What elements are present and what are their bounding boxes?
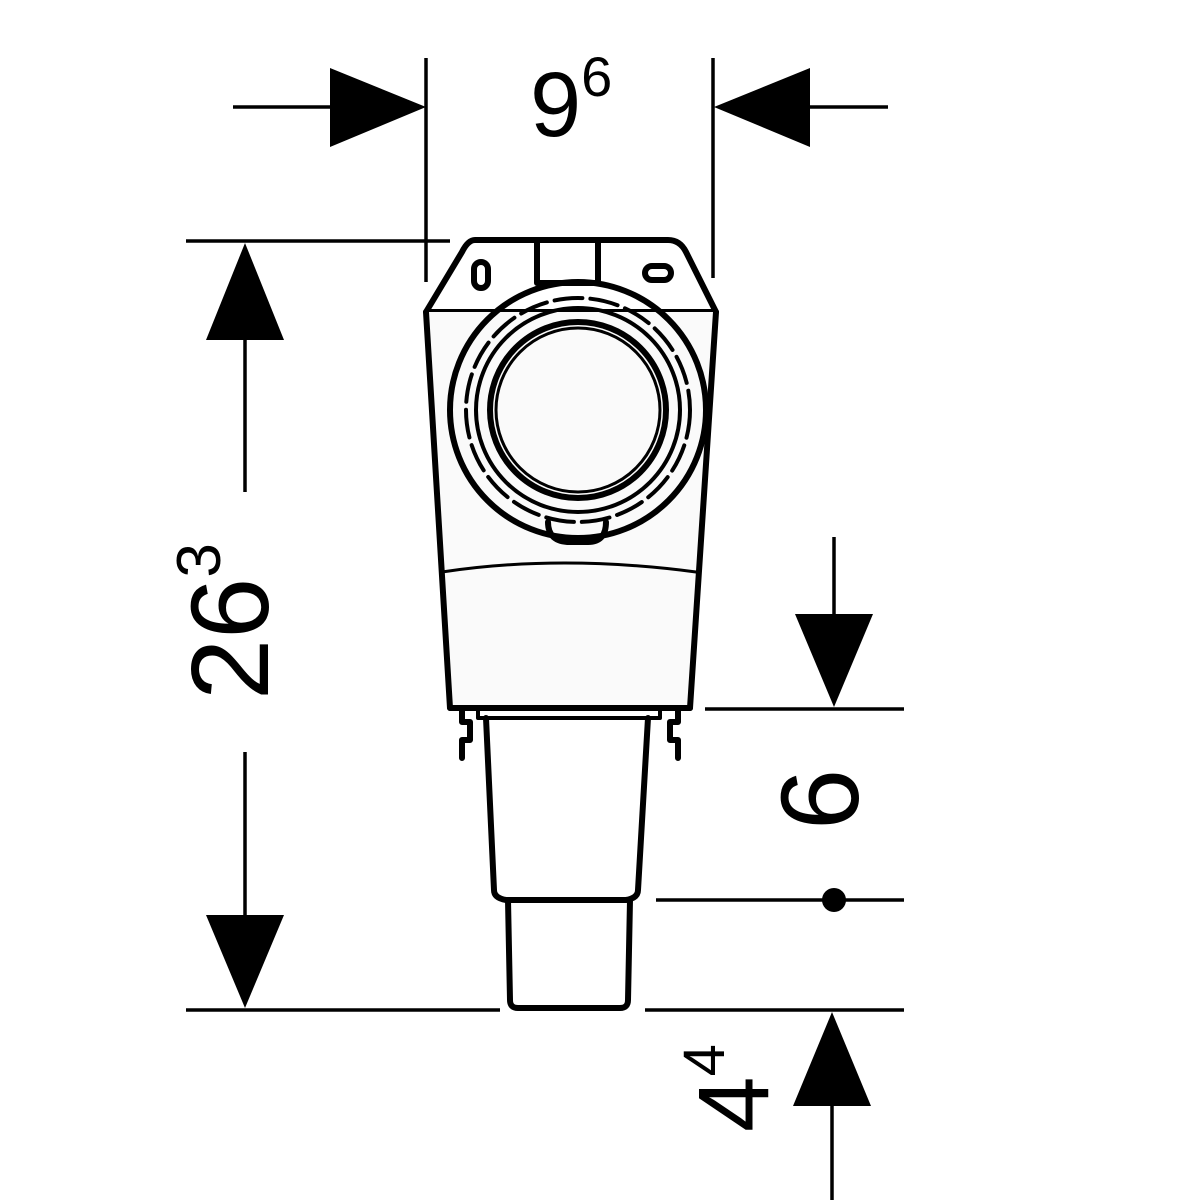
- height-dimension-sup: 3: [165, 543, 234, 577]
- inlet-ring-serrated: [464, 296, 692, 524]
- outlet-dimension-main: 6: [759, 769, 882, 830]
- height-dimension-main: 26: [169, 578, 292, 700]
- top-tab: [534, 239, 601, 286]
- collar-left: [447, 705, 473, 761]
- collar-right: [667, 705, 693, 761]
- bottom-dimension-sup: 4: [672, 1044, 737, 1076]
- arrow-left: [714, 68, 810, 147]
- height-dimension-label: 263: [165, 543, 292, 700]
- product-outline: [423, 237, 719, 1011]
- arrow-up-bottom: [793, 1012, 871, 1106]
- outlet-pipe-upper: [483, 715, 651, 903]
- arrow-up: [206, 243, 284, 340]
- mounting-slot-left: [471, 259, 491, 291]
- body-transition: [440, 561, 698, 574]
- width-dimension-sup: 6: [581, 45, 612, 108]
- ring-lug: [545, 519, 609, 545]
- bottom-dimension-label: 44: [672, 1044, 790, 1132]
- dimension-lines: [186, 58, 904, 1200]
- datum-dot: [822, 888, 846, 912]
- inlet-opening: [487, 319, 669, 501]
- inlet-opening-inner: [494, 326, 662, 494]
- outlet-dimension-label: 6: [759, 769, 882, 830]
- collar-top: [476, 706, 662, 720]
- bottom-dimension-main: 4: [678, 1076, 790, 1132]
- mounting-slot-right: [642, 263, 674, 283]
- outlet-pipe-spigot: [505, 897, 633, 1011]
- dimension-arrowheads: [206, 68, 873, 1106]
- arrow-right: [330, 68, 426, 147]
- inlet-ring-mid: [474, 306, 682, 514]
- arrow-down-outlet: [795, 614, 873, 707]
- width-dimension-main: 9: [530, 54, 581, 156]
- arrow-down: [206, 915, 284, 1008]
- inlet-ring-outer: [447, 279, 709, 541]
- width-dimension-label: 96: [530, 45, 612, 156]
